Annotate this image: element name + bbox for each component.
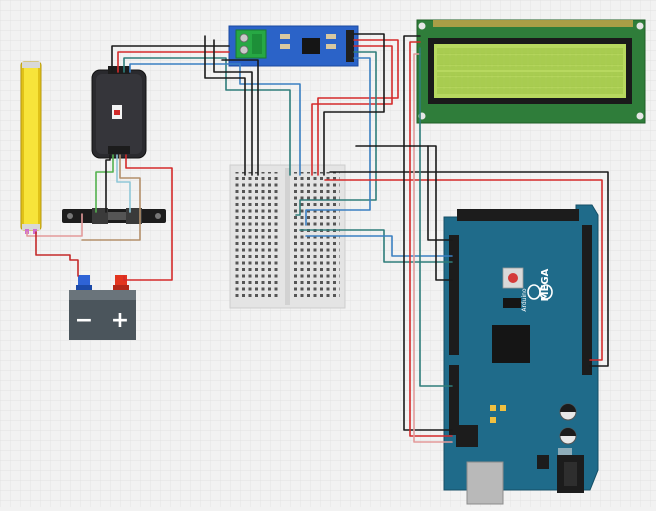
battery-minus-label: −: [75, 308, 93, 333]
lcd-display[interactable]: [416, 19, 646, 124]
arduino-mega-board[interactable]: MEGA Arduino: [443, 204, 599, 505]
reset-button-icon[interactable]: [508, 273, 518, 283]
led-strip[interactable]: [20, 61, 42, 234]
board-brand-label: Arduino: [521, 288, 528, 312]
current-sensor-module[interactable]: [91, 66, 147, 159]
shunt-resistor[interactable]: [62, 208, 166, 224]
battery[interactable]: − +: [69, 275, 136, 340]
arduino-infinity-logo-icon: [527, 284, 553, 300]
board-model-label: MEGA: [540, 268, 551, 301]
usb-port-icon: [466, 461, 504, 505]
wires: [26, 33, 609, 443]
battery-plus-label: +: [111, 308, 129, 333]
